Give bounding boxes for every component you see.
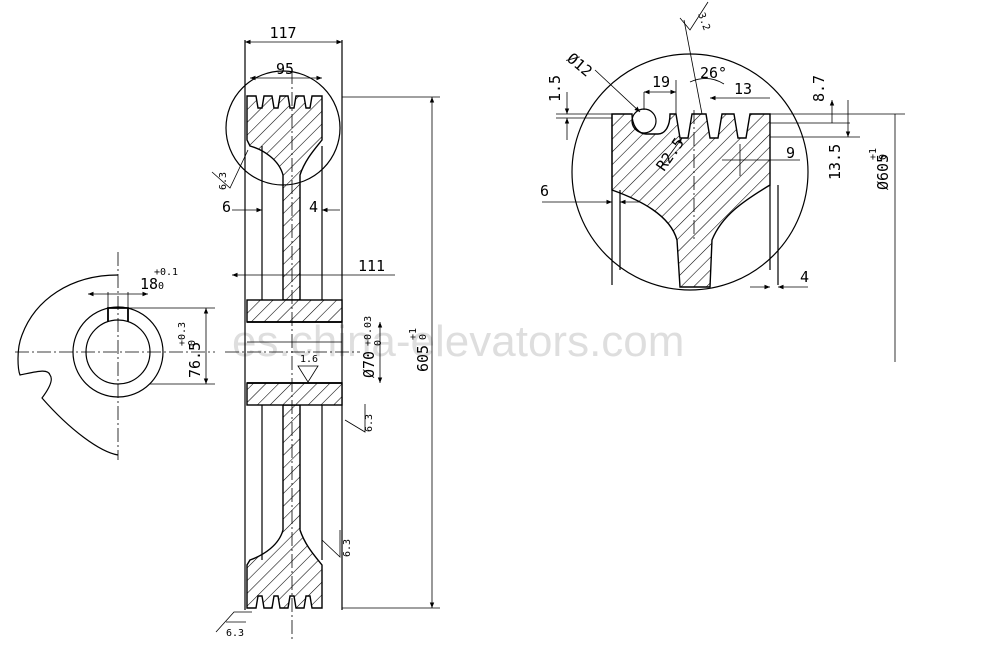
- roughness-mark-4: 6.3: [226, 628, 244, 639]
- dim-groove-angle: 26°: [700, 64, 727, 82]
- dim-bore-dia: Ø70: [360, 351, 378, 378]
- dim-key-depth-tol-lower: 0: [187, 340, 198, 346]
- dim-groove-pitch: 19: [652, 73, 670, 91]
- dim-rim-right: 4: [800, 268, 809, 286]
- dim-key-width-tol-upper: +0.1: [154, 267, 178, 278]
- dim-web-left: 6: [222, 198, 231, 216]
- keyway-view: 18 +0.1 0 76.5 +0.3 0: [15, 252, 215, 460]
- roughness-mark-1: 6.3: [218, 172, 229, 190]
- dim-key-depth: 76.5: [186, 342, 204, 378]
- dim-detail-outer-tol-upper: +1: [868, 148, 879, 160]
- rope-circle: [631, 108, 657, 134]
- dim-detail-outer-tol-lower: 0: [878, 154, 889, 160]
- dim-outer-tol-lower: 0: [418, 334, 429, 340]
- dim-bore-tol-lower: 0: [373, 340, 384, 346]
- dim-key-depth-tol-upper: +0.3: [177, 322, 188, 346]
- dim-bore-finish: 1.6: [300, 354, 318, 365]
- dim-rope-dia: Ø12: [563, 49, 595, 80]
- dim-groove-width: 95: [276, 60, 294, 78]
- main-section-view: 117 95 6 4 111 1.6 Ø70 +0.03 0 605 +1 0 …: [211, 24, 440, 640]
- roughness-mark-2: 6.3: [364, 414, 375, 432]
- dim-bore-tol-upper: +0.03: [363, 316, 374, 346]
- dim-groove-depth-c: 9: [786, 144, 795, 162]
- dim-detail-outer-dia: Ø605: [874, 154, 892, 190]
- detail-roughness: 3.2: [695, 11, 712, 32]
- dim-edge-offset: 1.5: [546, 75, 564, 102]
- dim-outer-tol-upper: +1: [408, 328, 419, 340]
- dim-outer-dia: 605: [414, 345, 432, 372]
- detail-view-circle: [571, 53, 809, 291]
- hub-section-bottom: [246, 382, 343, 406]
- dim-rim-inner: 111: [358, 257, 385, 275]
- roughness-mark-3: 6.3: [342, 539, 353, 557]
- dim-key-width-tol-lower: 0: [158, 281, 164, 292]
- rim-bottom-section: [246, 404, 323, 609]
- detail-rim-section: [611, 113, 771, 288]
- watermark: es.china-elevators.com: [232, 317, 684, 366]
- dim-rim-left: 6: [540, 182, 549, 200]
- dim-groove-depth-a: 8.7: [810, 75, 828, 102]
- rim-top-section: [246, 95, 323, 301]
- dim-overall-width: 117: [269, 24, 296, 42]
- dim-key-width: 18: [140, 275, 158, 293]
- groove-detail-view: Ø12 1.5 19 26° 13 3.2 R2.5 9 8.7: [540, 1, 905, 362]
- detail-circle: [225, 70, 341, 186]
- dim-groove-gap: 13: [734, 80, 752, 98]
- dim-web-right: 4: [309, 198, 318, 216]
- dim-groove-depth-b: 13.5: [826, 144, 844, 180]
- hub-outline: [17, 274, 119, 456]
